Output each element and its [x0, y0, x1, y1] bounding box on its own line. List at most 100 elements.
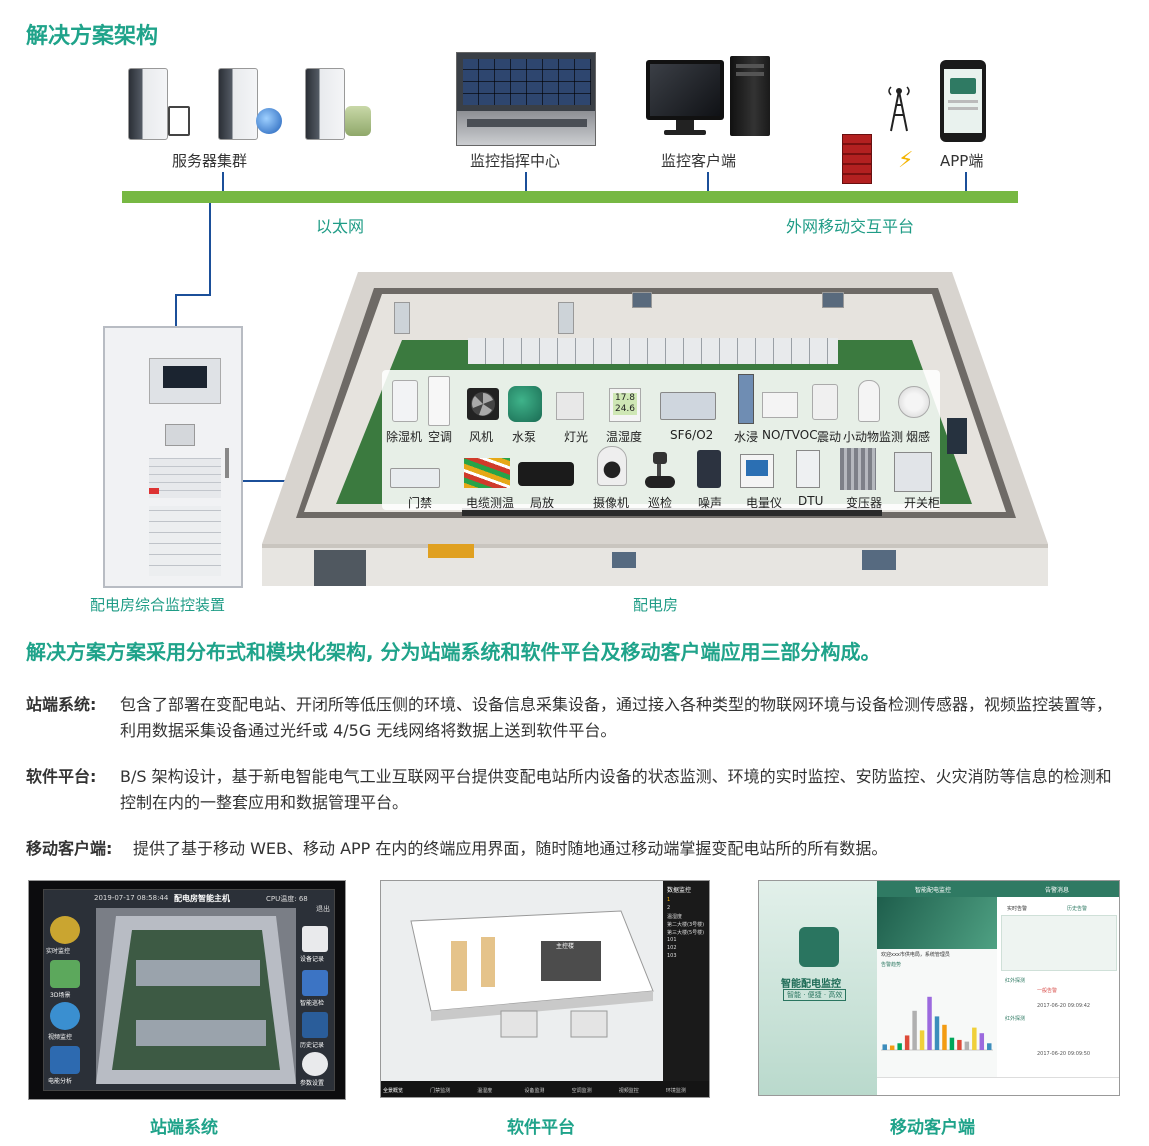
- software-tab-6[interactable]: 环境监测: [665, 1088, 686, 1094]
- ethernet-label: 以太网: [316, 217, 365, 236]
- water-leak-icon: [738, 374, 754, 424]
- panel-item-2[interactable]: 温湿度: [667, 914, 683, 920]
- history-icon[interactable]: [302, 1012, 328, 1038]
- station-cpu: CPU温度: 68: [266, 895, 308, 903]
- animal-monitor-icon: [858, 380, 880, 422]
- alarm-trend-chart: [881, 996, 993, 1051]
- software-room-label: 主控楼: [556, 943, 575, 950]
- connector-command: [525, 172, 527, 192]
- software-screen: 主控楼 数据监控 1 2 温湿度 第二大楼(3号楼) 第三大楼(5号楼) 101…: [380, 880, 710, 1098]
- connector-server: [222, 172, 224, 192]
- mobile-screen: 智能配电监控 智能 · 便捷 · 高效 智能配电监控 欢迎xxx市供电局，系统管…: [758, 880, 1120, 1096]
- station-menu-history[interactable]: 历史记录: [300, 1042, 325, 1049]
- no-tvoc-icon: [762, 392, 798, 418]
- server-cluster-icon: [128, 66, 293, 142]
- fan-icon: [467, 388, 499, 420]
- section-term-software: 软件平台:: [26, 767, 97, 786]
- monitoring-cabinet: [103, 326, 243, 588]
- connector-app: [965, 172, 967, 192]
- panel-item-0[interactable]: 1: [667, 897, 671, 903]
- chart-bar: [889, 1045, 895, 1050]
- vibration-icon: [812, 384, 838, 420]
- settings-gear-icon[interactable]: [302, 1052, 328, 1076]
- station-menu-record[interactable]: 设备记录: [300, 956, 325, 963]
- antenna-icon: [885, 85, 913, 133]
- app-label: APP端: [940, 152, 984, 170]
- software-tab-1[interactable]: 门禁监测: [430, 1088, 451, 1094]
- mobile-welcome: 欢迎xxx市供电局，系统管理员: [881, 952, 950, 958]
- mobile-alarm1-title: 红外探测: [1005, 978, 1026, 984]
- panel-item-3[interactable]: 第二大楼(3号楼): [667, 922, 705, 928]
- software-tab-2[interactable]: 温湿度: [477, 1088, 493, 1094]
- mobile-tab-history[interactable]: 历史告警: [1067, 906, 1088, 912]
- software-tab-3[interactable]: 设备监测: [524, 1088, 545, 1094]
- device-label-switchgear: 开关柜: [904, 496, 941, 510]
- mobile-alarm1-level: 一般告警: [1037, 988, 1058, 994]
- app-logo-icon: [799, 927, 839, 967]
- device-label-camera: 摄像机: [593, 496, 630, 510]
- mobile-app-name: 智能配电监控: [781, 979, 841, 990]
- device-label-light: 灯光: [564, 430, 589, 444]
- panel-item-6[interactable]: 102: [667, 945, 677, 951]
- device-record-icon[interactable]: [302, 926, 328, 952]
- section-text-station: 包含了部署在变配电站、开闭所等低压侧的环境、设备信息采集设备，通过接入各种类型的…: [120, 695, 1113, 740]
- lightning-icon: ⚡: [898, 148, 914, 173]
- software-panel-title: 数据监控: [667, 887, 692, 894]
- software-tab-0[interactable]: 全景概览: [383, 1088, 404, 1094]
- temp-humidity-icon: 17.8 24.6: [609, 388, 641, 422]
- software-tab-4[interactable]: 空调监测: [571, 1088, 592, 1094]
- chart-bar: [882, 1044, 887, 1050]
- cable-temp-icon: [464, 458, 510, 488]
- page-title: 解决方案架构: [26, 24, 159, 49]
- power-meter-icon: [740, 454, 774, 488]
- device-label-transformer: 变压器: [846, 496, 883, 510]
- section-text-mobile: 提供了基于移动 WEB、移动 APP 在内的终端应用界面，随时随地通过移动端掌握…: [133, 839, 888, 858]
- device-label-noise: 噪声: [698, 496, 723, 510]
- station-menu-settings[interactable]: 参数设置: [300, 1080, 325, 1087]
- device-label-no-tvoc: NO/TVOC: [762, 428, 818, 442]
- panel-item-7[interactable]: 103: [667, 953, 677, 959]
- firewall-icon: [842, 134, 872, 184]
- mobile-tab-realtime[interactable]: 实时告警: [1007, 906, 1028, 912]
- device-label-fan: 风机: [469, 430, 494, 444]
- device-label-patrol: 巡检: [648, 496, 673, 510]
- realtime-monitor-icon[interactable]: [50, 916, 80, 944]
- database-server-icon: [305, 68, 380, 144]
- video-monitor-icon[interactable]: [50, 1002, 80, 1030]
- mobile-header: 智能配电监控: [915, 887, 952, 894]
- chart-bar: [979, 1033, 985, 1050]
- chart-bar: [949, 1037, 955, 1050]
- device-label-access: 门禁: [408, 496, 433, 510]
- panel-item-4[interactable]: 第三大楼(5号楼): [667, 930, 705, 936]
- access-control-icon: [390, 468, 440, 488]
- software-tab-5[interactable]: 视频监控: [618, 1088, 639, 1094]
- device-label-dehumidifier: 除湿机: [386, 430, 423, 444]
- caption-software: 软件平台: [507, 1118, 575, 1138]
- station-exit-button[interactable]: 退出: [316, 905, 330, 913]
- station-menu-video[interactable]: 视频监控: [48, 1034, 73, 1041]
- scene-3d-icon[interactable]: [50, 960, 80, 988]
- power-analysis-icon[interactable]: [50, 1046, 80, 1074]
- station-menu-3d[interactable]: 3D场景: [50, 992, 71, 999]
- station-menu-power[interactable]: 电能分析: [48, 1078, 73, 1085]
- patrol-robot-icon: [645, 452, 675, 488]
- chart-bar: [942, 1024, 947, 1050]
- light-icon: [556, 392, 584, 420]
- mobile-alarm2-title: 红外探测: [1005, 1016, 1026, 1022]
- panel-item-5[interactable]: 101: [667, 937, 677, 943]
- mobile-slogan: 智能 · 便捷 · 高效: [783, 989, 847, 1001]
- chart-bar: [987, 1043, 992, 1050]
- camera-icon: [597, 446, 627, 486]
- partial-discharge-icon: [518, 462, 574, 486]
- inspection-icon[interactable]: [302, 970, 328, 996]
- station-menu-inspection[interactable]: 智能巡检: [300, 1000, 325, 1007]
- client-label: 监控客户端: [661, 152, 737, 170]
- mobile-alarm1-time: 2017-06-20 09:09:42: [1037, 1003, 1091, 1009]
- station-menu-realtime[interactable]: 实时监控: [46, 948, 71, 955]
- panel-item-1[interactable]: 2: [667, 905, 671, 911]
- connector-ethernet-to-cabinet: [175, 294, 177, 326]
- smoke-detector-icon: [898, 386, 930, 418]
- mobile-alarm2-time: 2017-06-20 09:09:50: [1037, 1051, 1091, 1057]
- sensor-display: 17.8 24.6: [613, 393, 637, 415]
- chart-bar: [897, 1043, 902, 1050]
